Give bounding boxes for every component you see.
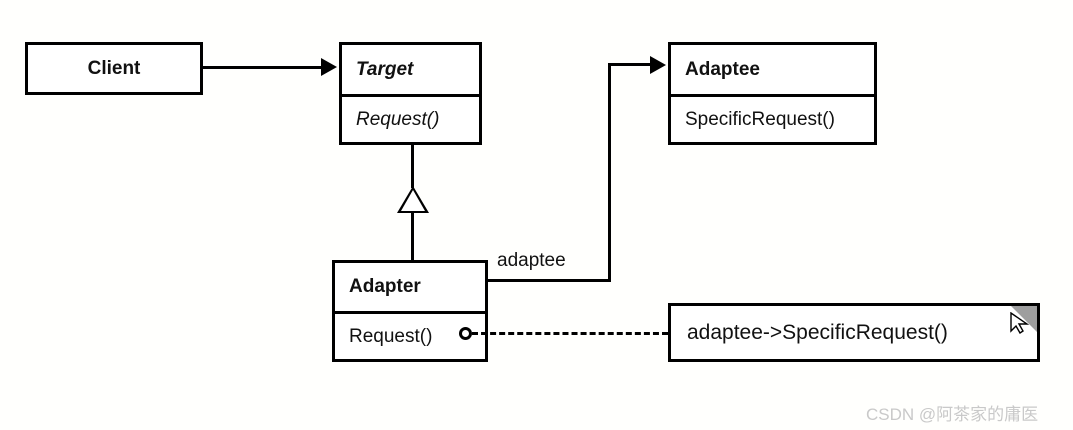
edge-adapter-target-line-upper bbox=[411, 145, 414, 188]
class-ops-compartment-adapter: Request() bbox=[335, 311, 485, 359]
class-box-client[interactable]: Client bbox=[25, 42, 203, 95]
edge-adapter-note-dashed-line bbox=[472, 332, 668, 335]
class-name-adapter: Adapter bbox=[349, 276, 421, 297]
class-box-target[interactable]: Target Request() bbox=[339, 42, 482, 145]
edge-adapter-adaptee-arrowhead bbox=[650, 56, 666, 74]
edge-label-adaptee-text: adaptee bbox=[497, 250, 566, 271]
class-name-target: Target bbox=[356, 58, 414, 80]
class-name-compartment-target: Target bbox=[342, 45, 479, 94]
edge-label-adaptee: adaptee bbox=[497, 250, 566, 272]
note-text: adaptee->SpecificRequest() bbox=[687, 320, 948, 344]
edge-client-target-line bbox=[203, 66, 321, 69]
edge-client-target-arrowhead bbox=[321, 58, 337, 76]
edge-adapter-adaptee-segment-horizontal-upper bbox=[608, 63, 650, 66]
edge-adapter-target-hollow-triangle bbox=[397, 186, 429, 213]
class-name-adaptee: Adaptee bbox=[685, 58, 760, 80]
edge-adapter-adaptee-segment-vertical bbox=[608, 63, 611, 282]
class-box-adapter[interactable]: Adapter Request() bbox=[332, 260, 488, 362]
edge-adapter-target-line-lower bbox=[411, 212, 414, 262]
operation-target-request: Request() bbox=[356, 108, 440, 130]
class-box-adaptee[interactable]: Adaptee SpecificRequest() bbox=[668, 42, 877, 145]
note-anchor-socket-icon bbox=[459, 327, 472, 340]
operation-adapter-request: Request() bbox=[349, 325, 433, 347]
class-name-compartment-adapter: Adapter bbox=[335, 263, 485, 311]
operation-adaptee-specificrequest: SpecificRequest() bbox=[685, 108, 835, 130]
class-ops-compartment-target: Request() bbox=[342, 94, 479, 142]
edge-adapter-adaptee-segment-horizontal-lower bbox=[488, 279, 611, 282]
class-name-compartment-adaptee: Adaptee bbox=[671, 45, 874, 94]
class-name-client: Client bbox=[87, 57, 141, 79]
cursor-arrow-icon bbox=[1010, 312, 1030, 334]
class-name-compartment-client: Client bbox=[28, 45, 200, 92]
watermark-text: CSDN @阿茶家的庸医 bbox=[866, 405, 1039, 424]
note-box[interactable]: adaptee->SpecificRequest() bbox=[668, 303, 1040, 362]
class-ops-compartment-adaptee: SpecificRequest() bbox=[671, 94, 874, 142]
